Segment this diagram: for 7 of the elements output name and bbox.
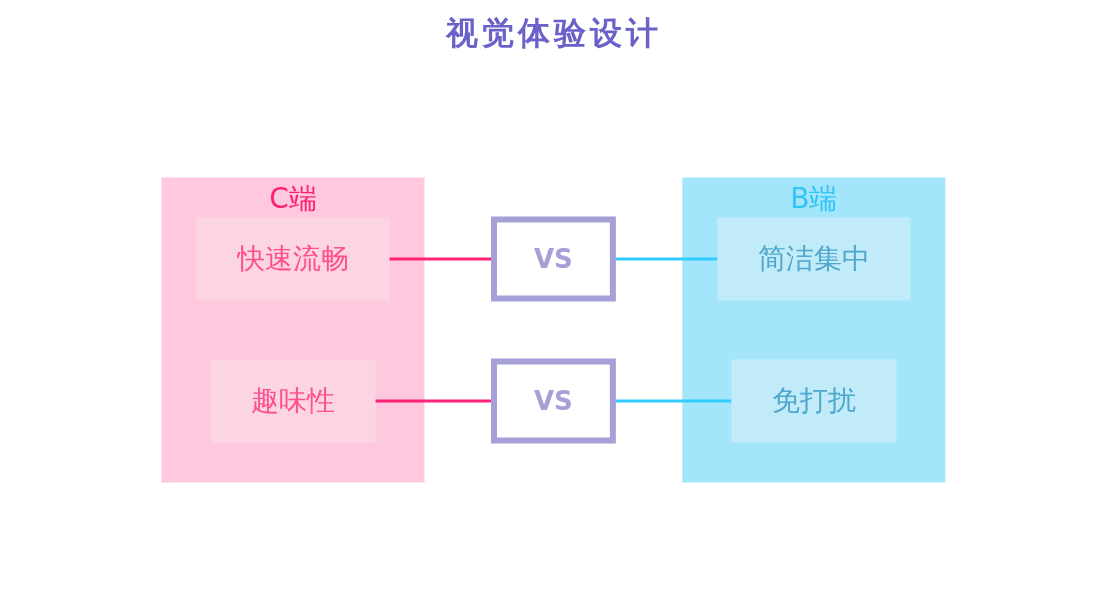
node-box: 趣味性: [210, 359, 376, 443]
node-box: 简洁集中: [717, 217, 911, 301]
node-box: 快速流畅: [196, 217, 390, 301]
node-box: 免打扰: [731, 359, 897, 443]
diagram-title: 视觉体验设计: [444, 13, 663, 54]
node-box: VS: [491, 216, 616, 302]
node-box: VS: [491, 358, 616, 444]
